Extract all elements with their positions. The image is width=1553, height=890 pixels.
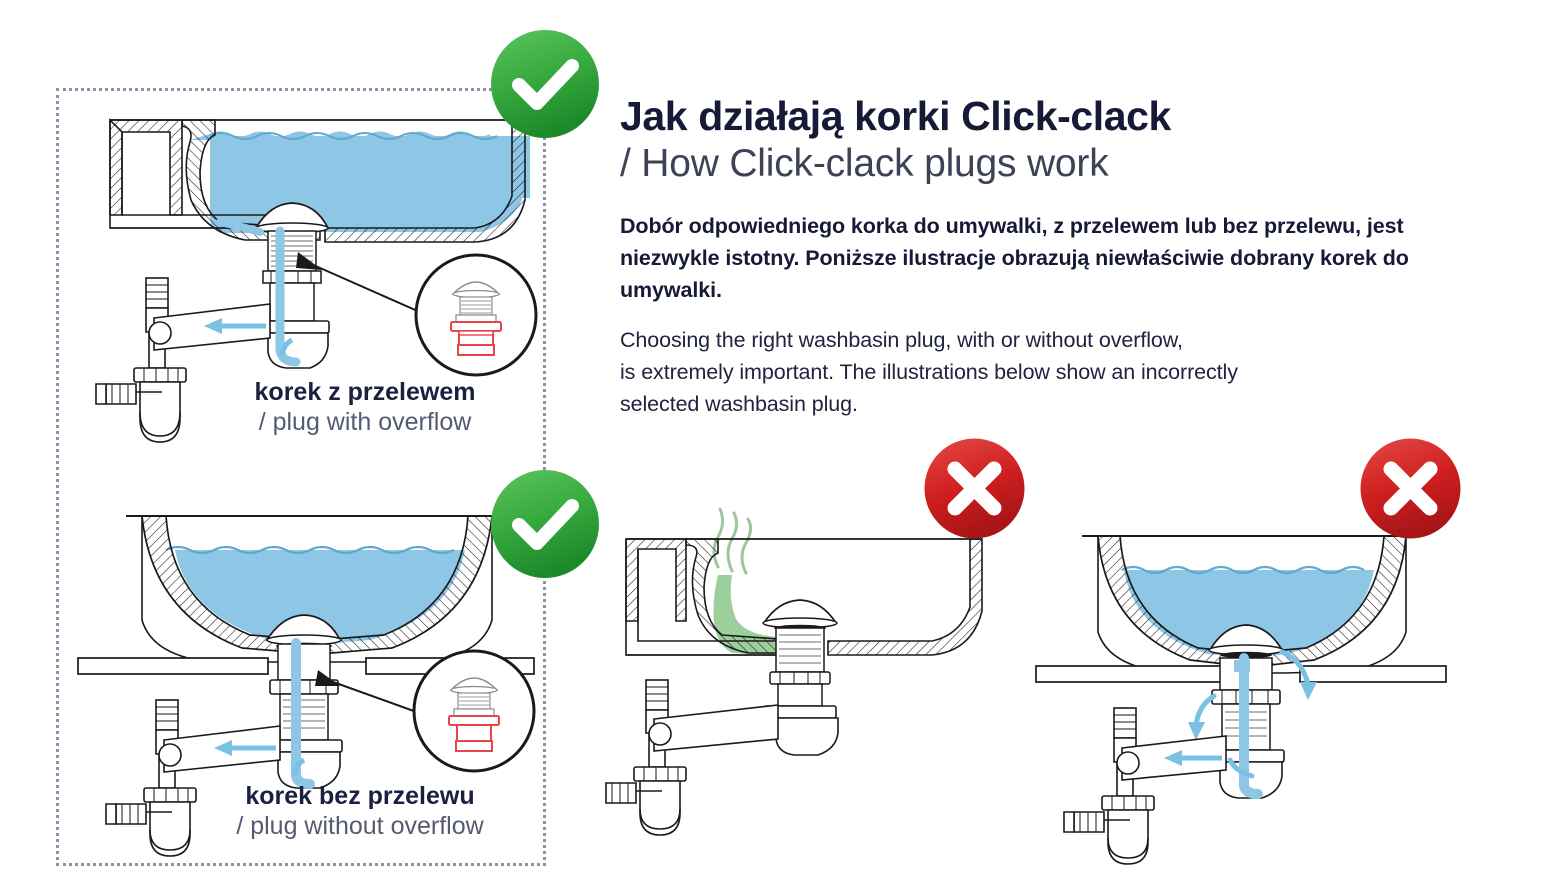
intro-paragraph-pl: Dobór odpowiedniego korka do umywalki, z… bbox=[620, 213, 1409, 303]
flow-arrow-icon bbox=[204, 318, 294, 356]
cross-icon bbox=[1360, 438, 1461, 539]
callout-leader-line bbox=[315, 670, 423, 715]
odour-waves-icon bbox=[712, 507, 753, 575]
page-title-pl: Jak działają korki Click-clack bbox=[620, 93, 1171, 139]
caption-plug-without-overflow: korek bez przelewu / plug without overfl… bbox=[195, 782, 525, 841]
caption-pl-text: korek z przelewem bbox=[254, 378, 476, 406]
siphon-assembly bbox=[1063, 707, 1227, 865]
siphon-assembly bbox=[605, 679, 779, 836]
leak-arrowheads bbox=[1188, 682, 1317, 740]
water-flow bbox=[1239, 653, 1263, 799]
caption-en-text: / plug without overflow bbox=[236, 811, 484, 840]
plug-body bbox=[763, 627, 839, 756]
intro-en-line-3: selected washbasin plug. bbox=[620, 392, 858, 417]
siphon-assembly bbox=[105, 699, 281, 857]
check-icon bbox=[491, 30, 599, 138]
flow-arrow-icon bbox=[1164, 750, 1222, 766]
callout-plug-nooverflow bbox=[411, 648, 537, 774]
callout-leader-line bbox=[296, 252, 423, 314]
flow-arrow-icon bbox=[214, 740, 306, 777]
plug-body bbox=[265, 643, 343, 789]
water-fill bbox=[190, 131, 530, 233]
status-badge-incorrect-1 bbox=[922, 436, 1027, 541]
figure-plug-with-overflow bbox=[70, 100, 540, 450]
intro-en-line-1: Choosing the right washbasin plug, with … bbox=[620, 327, 1183, 352]
caption-pl-text: korek bez przelewu bbox=[245, 782, 475, 810]
caption-en-text: / plug with overflow bbox=[258, 407, 472, 436]
countertop bbox=[1035, 665, 1447, 683]
status-badge-incorrect-2 bbox=[1358, 436, 1463, 541]
page-title-en: / How Click-clack plugs work bbox=[620, 142, 1109, 186]
figure-incorrect-nooverflow-basin bbox=[1030, 500, 1450, 875]
intro-en-line-2: is extremely important. The illustration… bbox=[620, 359, 1238, 384]
intro-paragraph-en: Choosing the right washbasin plug, with … bbox=[620, 324, 1440, 421]
callout-plug-overflow bbox=[413, 252, 539, 378]
check-icon bbox=[491, 470, 599, 578]
status-badge-correct-2 bbox=[489, 468, 601, 580]
plug-diagram bbox=[450, 281, 502, 356]
caption-plug-with-overflow: korek z przelewem / plug with overflow bbox=[200, 378, 530, 437]
plug-body bbox=[254, 230, 330, 369]
status-badge-correct-1 bbox=[489, 28, 601, 140]
plug-head bbox=[1208, 624, 1284, 659]
cross-icon bbox=[924, 438, 1025, 539]
figure-incorrect-overflow-basin bbox=[600, 495, 1020, 880]
plug-diagram bbox=[448, 677, 500, 752]
water-fill bbox=[165, 545, 465, 644]
water-fill bbox=[1121, 565, 1374, 658]
water-flow bbox=[216, 218, 301, 367]
text-column: Jak działają korki Click-clack / How Cli… bbox=[620, 94, 1450, 420]
plug-head bbox=[762, 599, 838, 632]
